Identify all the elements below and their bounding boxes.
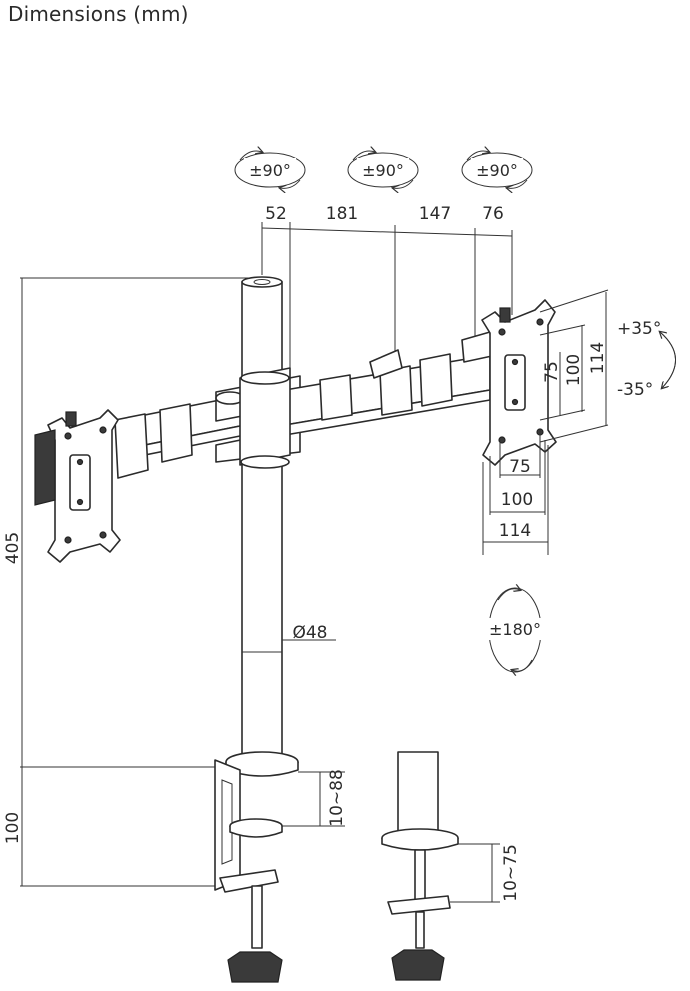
dim-100: 100	[3, 812, 23, 844]
vesa-horizontal-114: 114	[499, 521, 531, 541]
swivel-indicator: ±180°	[488, 588, 542, 672]
pole-diameter-label: Ø48	[292, 623, 327, 643]
rotation-indicator-right: ±90°	[461, 151, 533, 188]
tilt-down-label: -35°	[617, 380, 653, 400]
vesa-vertical-100: 100	[564, 354, 584, 386]
right-arm	[284, 331, 493, 436]
pole-hub	[239, 367, 291, 469]
dim-52: 52	[265, 204, 287, 224]
swivel-label: ±180°	[489, 620, 541, 639]
rotation-indicator-middle: ±90°	[347, 151, 419, 188]
vesa-horizontal-100: 100	[501, 490, 533, 510]
arm-length-dimensions: 52 181 147 76	[261, 204, 513, 378]
dim-147: 147	[419, 204, 451, 224]
dim-76: 76	[482, 204, 504, 224]
vesa-vertical-114: 114	[588, 342, 608, 374]
vesa-vertical-75: 75	[542, 361, 562, 383]
left-vesa-plate	[34, 409, 121, 563]
rotation-label-left: ±90°	[249, 161, 291, 180]
tilt-indicator: +35° -35°	[617, 319, 676, 400]
rotation-indicator-left: ±90°	[234, 151, 306, 188]
pole: Ø48	[241, 276, 336, 761]
diagram-title: Dimensions (mm)	[8, 2, 189, 26]
vesa-vertical-dimensions: 75 100 114	[539, 289, 609, 443]
dim-405: 405	[3, 532, 23, 564]
vesa-horizontal-75: 75	[509, 457, 531, 477]
right-vesa-plate	[481, 299, 557, 466]
clamp-range-label: 10~88	[327, 769, 347, 827]
grommet-range-label: 10~75	[501, 844, 521, 902]
height-dimensions: 405 100	[3, 277, 262, 887]
vesa-horizontal-dimensions: 75 100 114	[482, 430, 549, 555]
rotation-label-right: ±90°	[476, 161, 518, 180]
desk-clamp: 10~88	[214, 751, 347, 983]
rotation-label-middle: ±90°	[362, 161, 404, 180]
tilt-up-label: +35°	[617, 319, 661, 339]
dim-181: 181	[326, 204, 358, 224]
grommet-mount: 10~75	[381, 751, 521, 981]
